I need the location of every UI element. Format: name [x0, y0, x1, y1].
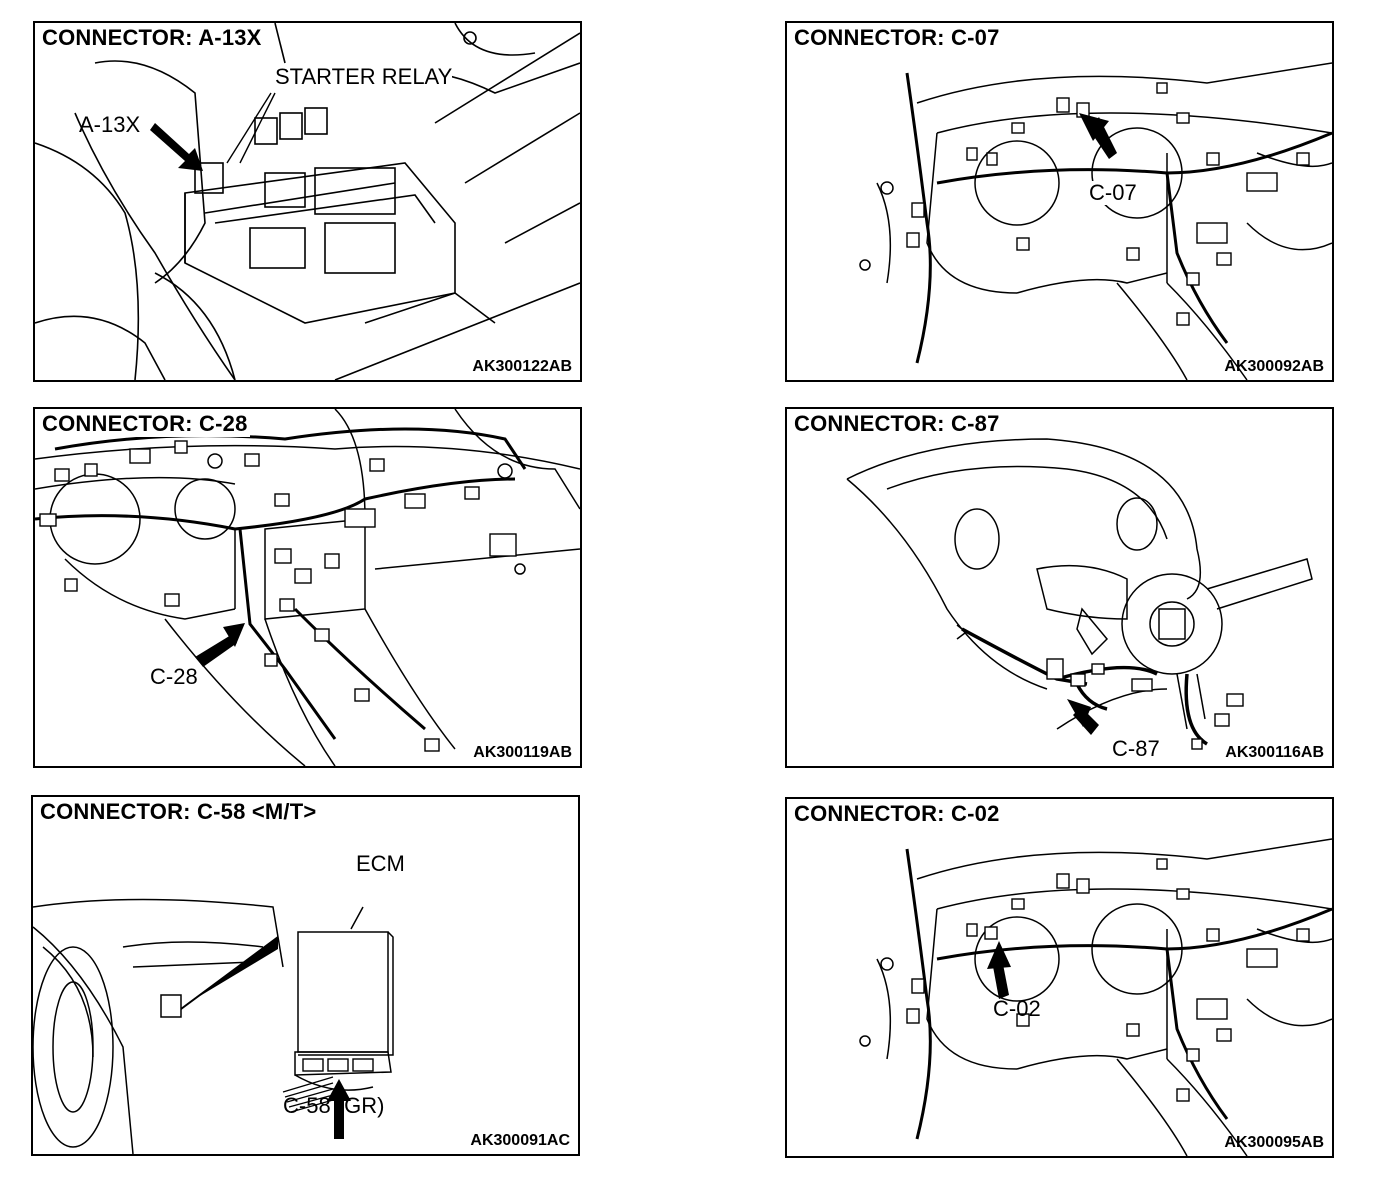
dashboard-harness-illustration	[859, 62, 1332, 380]
panel-title: CONNECTOR: A-13X	[42, 25, 264, 51]
figure-id: AK300116AB	[1225, 744, 1324, 761]
c02-label: C-02	[993, 996, 1041, 1021]
c28-label: C-28	[150, 664, 198, 689]
starter-relay-illustration	[35, 23, 580, 380]
ecm-location-illustration	[33, 898, 394, 1154]
c07-label: C-07	[1089, 180, 1137, 205]
a13x-label: A-13X	[79, 112, 141, 137]
figure-id: AK300091AC	[470, 1132, 570, 1149]
panel-c07: CONNECTOR: C-07 C-07 AK300092AB	[785, 21, 1334, 382]
steering-column-illustration	[846, 438, 1313, 750]
panel-title: CONNECTOR: C-28	[42, 411, 250, 437]
figure-id: AK300095AB	[1224, 1134, 1324, 1151]
ecm-label: ECM	[356, 851, 405, 876]
c87-label: C-87	[1112, 736, 1160, 761]
starter-relay-label: STARTER RELAY	[275, 64, 453, 89]
panel-a13x: CONNECTOR: A-13X STARTER RELAY A-13X AK3…	[33, 21, 582, 382]
panel-title: CONNECTOR: C-02	[794, 801, 1002, 827]
panel-c58: CONNECTOR: C-58 <M/T> ECM C-58 (GR) AK30…	[31, 795, 580, 1156]
panel-c28: CONNECTOR: C-28 C-28 AK300119AB	[33, 407, 582, 768]
panel-title: CONNECTOR: C-58 <M/T>	[40, 799, 319, 825]
dashboard-harness-illustration	[859, 838, 1332, 1156]
panel-title: CONNECTOR: C-87	[794, 411, 1002, 437]
panel-c02: CONNECTOR: C-02 C-02 AK300095AB	[785, 797, 1334, 1158]
instrument-panel-illustration	[35, 409, 580, 766]
figure-id: AK300119AB	[473, 744, 572, 761]
panel-c87: CONNECTOR: C-87 C-87 AK300116AB	[785, 407, 1334, 768]
figure-id: AK300122AB	[472, 358, 572, 375]
figure-id: AK300092AB	[1224, 358, 1324, 375]
c58-label: C-58 (GR)	[283, 1093, 385, 1118]
panel-title: CONNECTOR: C-07	[794, 25, 1002, 51]
